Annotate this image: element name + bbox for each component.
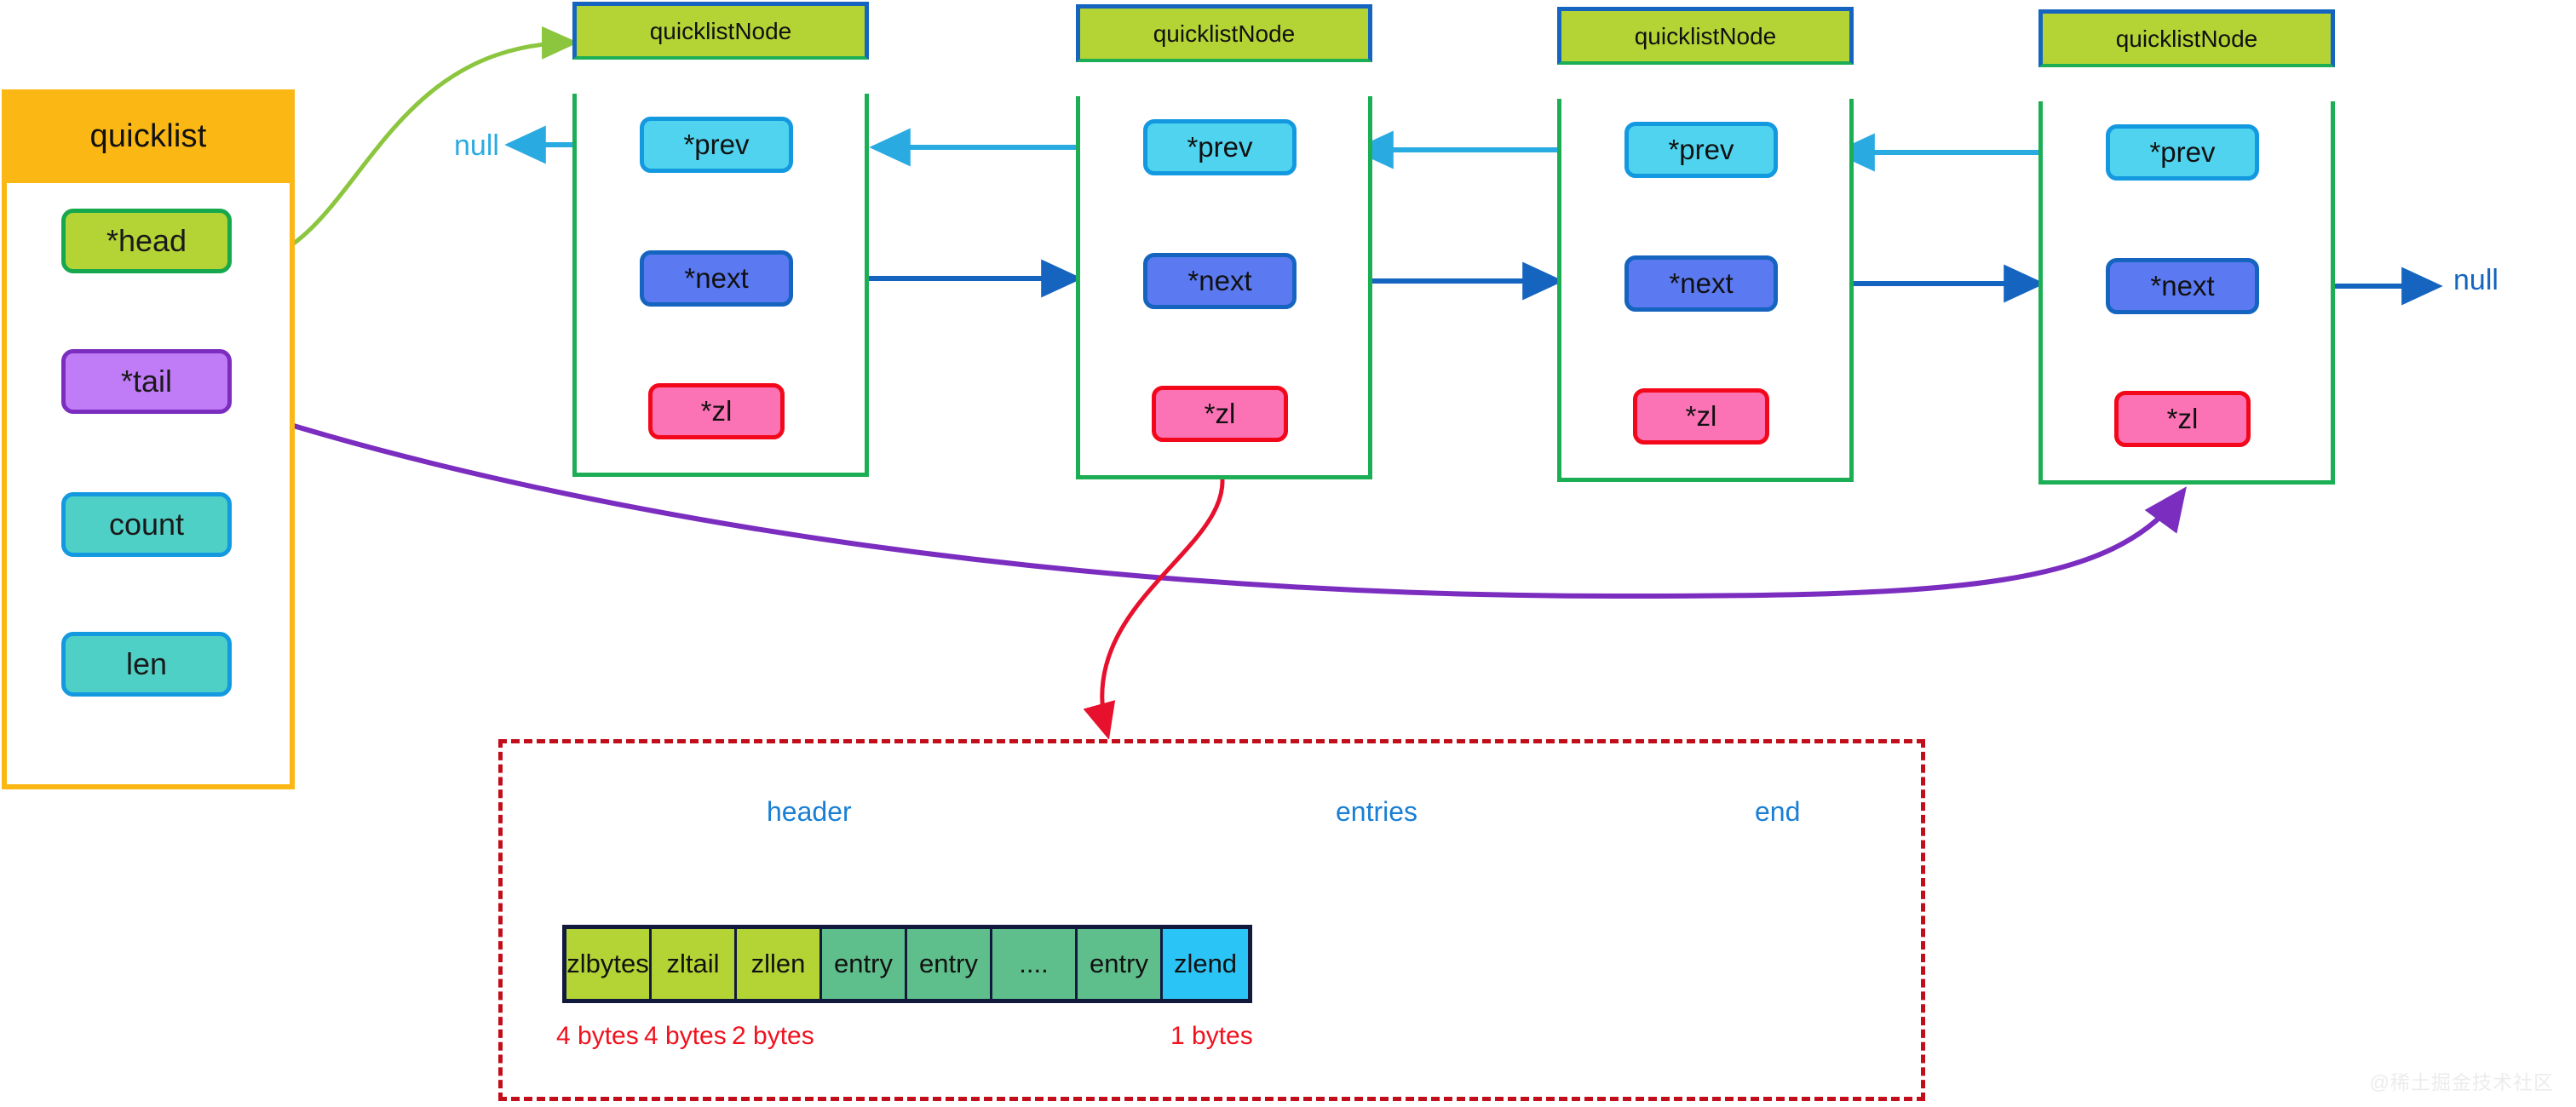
quicklist-field-tail[interactable]: *tail [61,349,232,414]
node-2-zl-slot[interactable]: *zl [1152,386,1288,442]
null-label-right: null [2453,264,2498,296]
quicklist-node-1-title: quicklistNode [572,2,869,60]
quicklist-node-2-title: quicklistNode [1076,4,1372,62]
ziplist-cell-zlbytes[interactable]: zlbytes [566,929,652,999]
quicklist-field-head[interactable]: *head [61,209,232,273]
ziplist-cell-zlend[interactable]: zlend [1163,929,1248,999]
quicklist-node-4-title: quicklistNode [2038,9,2335,67]
watermark: @稀土掘金技术社区 [2369,1071,2554,1093]
quicklist-node-3-title: quicklistNode [1557,7,1854,65]
node-2-next-slot[interactable]: *next [1143,253,1297,309]
ziplist-bytes-zltail: 4 bytes [644,1022,727,1050]
brace-label-header: header [767,796,852,827]
node-4-zl-slot[interactable]: *zl [2114,391,2251,447]
ziplist-panel [498,739,1925,1101]
node-1-prev-slot[interactable]: *prev [640,117,793,173]
null-label-left: null [454,129,499,162]
node-3-next-slot[interactable]: *next [1624,255,1778,312]
node-1-next-slot[interactable]: *next [640,250,793,307]
brace-label-end: end [1755,796,1801,827]
ziplist-cell-zllen[interactable]: zllen [737,929,822,999]
ziplist-cell-entry[interactable]: entry [822,929,907,999]
brace-label-entries: entries [1336,796,1418,827]
node-4-next-slot[interactable]: *next [2106,258,2259,314]
ziplist-bytes-zlend: 1 bytes [1170,1022,1253,1050]
ziplist-cell-entry[interactable]: entry [1078,929,1163,999]
node-2-prev-slot[interactable]: *prev [1143,119,1297,175]
quicklist-title: quicklist [2,89,295,183]
node-4-prev-slot[interactable]: *prev [2106,124,2259,181]
quicklist-field-len[interactable]: len [61,632,232,697]
node-1-zl-slot[interactable]: *zl [648,383,785,439]
ziplist-cell-zltail[interactable]: zltail [652,929,737,999]
node-3-prev-slot[interactable]: *prev [1624,122,1778,178]
quicklist-field-count[interactable]: count [61,492,232,557]
node-3-zl-slot[interactable]: *zl [1633,388,1769,445]
ziplist-cell-dotsdotsdotsdots[interactable]: .... [992,929,1078,999]
zl-to-ziplist-arrow [1083,459,1225,740]
ziplist-bytes-zllen: 2 bytes [732,1022,814,1050]
ziplist-bytes-zlbytes: 4 bytes [556,1022,639,1050]
ziplist-cell-entry[interactable]: entry [907,929,992,999]
